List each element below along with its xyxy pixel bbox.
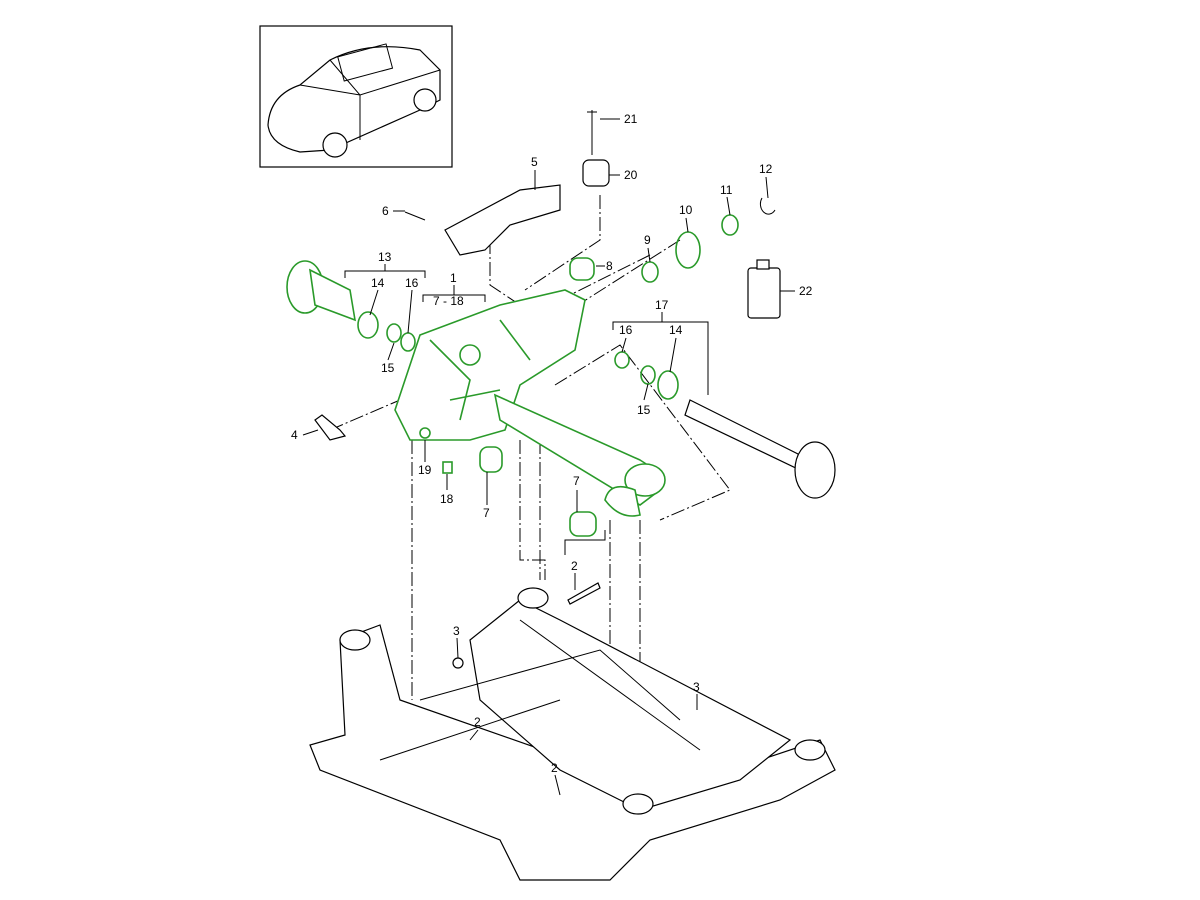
callout-3[interactable]: 3 [453,624,460,638]
callout-17[interactable]: 17 [655,298,669,312]
callout-19[interactable]: 19 [418,463,432,477]
callout-13[interactable]: 13 [378,250,392,264]
callout-12[interactable]: 12 [759,162,773,176]
callout-22[interactable]: 22 [799,284,813,298]
callout-16[interactable]: 16 [619,323,633,337]
drive-shaft-17[interactable] [684,399,836,499]
callout-7[interactable]: 7 [573,474,580,488]
callout-21[interactable]: 21 [624,112,638,126]
callout-18[interactable]: 18 [440,492,454,506]
callout-5[interactable]: 5 [531,155,538,169]
callout-labels: 21 20 5 6 12 11 10 9 8 13 1 7 - 18 14 16… [291,112,813,775]
callout-1-range: 7 - 18 [433,294,464,308]
cover-5[interactable] [444,184,561,256]
rear-subframe[interactable] [309,587,836,881]
callout-14[interactable]: 14 [669,323,683,337]
callout-16[interactable]: 16 [405,276,419,290]
callout-4[interactable]: 4 [291,428,298,442]
callout-9[interactable]: 9 [644,233,651,247]
callout-15[interactable]: 15 [637,403,651,417]
bushings[interactable] [479,159,610,537]
vehicle-thumbnail[interactable] [259,25,453,168]
callout-10[interactable]: 10 [679,203,693,217]
callout-14[interactable]: 14 [371,276,385,290]
oil-bottle-22[interactable] [747,259,781,319]
flange-13[interactable] [286,260,357,322]
callout-2[interactable]: 2 [571,559,578,573]
callout-7[interactable]: 7 [483,506,490,520]
callout-6[interactable]: 6 [382,204,389,218]
callout-8[interactable]: 8 [606,259,613,273]
callout-1[interactable]: 1 [450,271,457,285]
rear-axle-differential[interactable] [394,289,666,517]
callout-11[interactable]: 11 [720,183,733,197]
callout-20[interactable]: 20 [624,168,638,182]
callout-3[interactable]: 3 [693,680,700,694]
callout-leaders [302,118,795,796]
callout-15[interactable]: 15 [381,361,395,375]
callout-2[interactable]: 2 [474,715,481,729]
callout-2[interactable]: 2 [551,761,558,775]
